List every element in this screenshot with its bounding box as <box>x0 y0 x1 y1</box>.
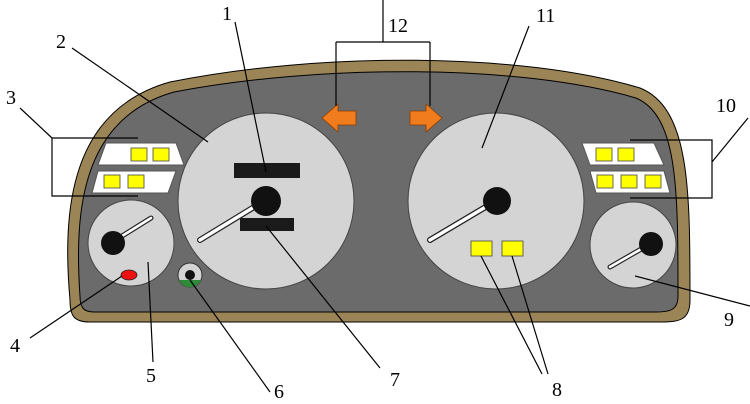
tachometer-hub <box>483 187 511 215</box>
callout-5: 5 <box>146 365 156 387</box>
callout-6: 6 <box>274 381 284 403</box>
right-lamp-5 <box>644 174 662 189</box>
leader-9 <box>634 275 750 307</box>
speedometer-hub <box>251 186 281 216</box>
leader-10 <box>630 117 749 199</box>
callout-1: 1 <box>222 3 232 25</box>
speedometer <box>177 112 355 290</box>
left-small-gauge <box>87 199 175 287</box>
right-lamp-2 <box>617 147 635 162</box>
trip-counter-bar <box>240 218 294 231</box>
leader-5 <box>147 261 154 363</box>
leader-6 <box>189 279 271 393</box>
leader-12 <box>335 0 431 106</box>
callout-9: 9 <box>724 309 734 331</box>
left-lamp-1 <box>130 147 148 162</box>
tachometer-lamp-right <box>501 240 524 257</box>
right-lamp-1 <box>595 147 613 162</box>
left-lamp-4 <box>127 174 145 189</box>
right-lamp-4 <box>620 174 638 189</box>
leader-3 <box>19 107 138 197</box>
leader-8 <box>480 255 549 375</box>
leader-7 <box>265 225 381 369</box>
left-small-gauge-hub <box>101 231 125 255</box>
trip-reset-knob-icon <box>177 262 203 288</box>
turn-signal-left-icon <box>321 103 357 133</box>
right-small-gauge <box>589 201 677 289</box>
tachometer-lamp-left <box>470 240 493 257</box>
callout-10: 10 <box>716 95 736 117</box>
callout-11: 11 <box>536 5 555 27</box>
left-small-gauge-dial <box>87 199 175 287</box>
right-indicator-lamp-block <box>581 142 671 194</box>
callout-7: 7 <box>390 369 400 391</box>
callout-12: 12 <box>388 15 408 37</box>
red-warning-lamp-icon <box>120 269 138 281</box>
callout-3: 3 <box>6 87 16 109</box>
left-lamp-2 <box>152 147 170 162</box>
callout-labels: 1 2 3 4 5 6 7 8 9 10 11 12 <box>6 3 736 403</box>
leader-1 <box>234 21 267 173</box>
right-small-gauge-dial <box>589 201 677 289</box>
right-small-gauge-hub <box>639 232 663 256</box>
callout-4: 4 <box>10 335 20 357</box>
leader-2 <box>71 47 209 143</box>
callout-8: 8 <box>552 379 562 401</box>
tachometer <box>407 112 585 290</box>
odometer-bar <box>234 163 300 178</box>
turn-signal-right-icon <box>409 103 443 133</box>
right-lamp-3 <box>596 174 614 189</box>
callout-2: 2 <box>56 31 66 53</box>
left-lamp-3 <box>103 174 121 189</box>
leader-11 <box>481 25 530 149</box>
left-indicator-lamp-block <box>91 142 185 194</box>
leader-4 <box>29 275 123 339</box>
leader-lines <box>19 0 750 393</box>
